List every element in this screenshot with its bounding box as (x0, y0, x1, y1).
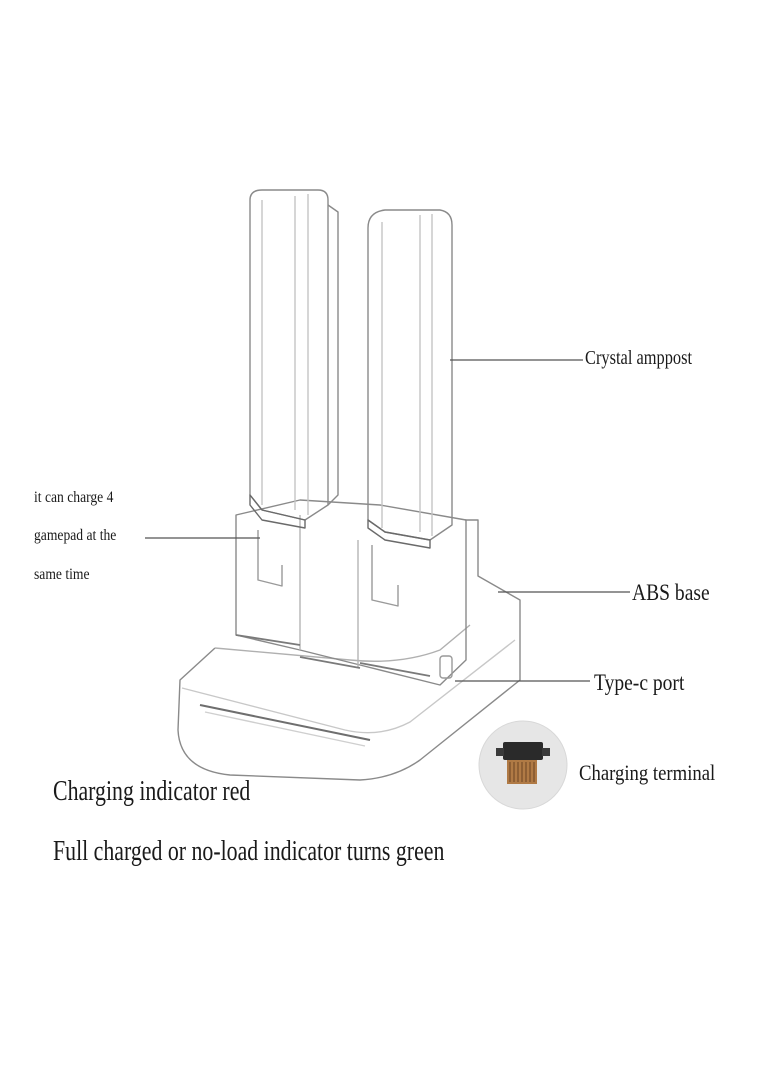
type-c-port-label: Type-c port (594, 670, 685, 695)
crystal-post-left (249, 189, 339, 529)
capacity-note-line-1: it can charge 4 (34, 489, 114, 506)
leader-lines (145, 359, 630, 682)
base-plate-top-edge (214, 624, 471, 662)
upper-block-divider (299, 515, 359, 668)
type-c-port-shape (439, 655, 453, 679)
crystal-post-label: Crystal amppost (585, 347, 693, 369)
full-charged-indicator-text: Full charged or no-load indicator turns … (53, 836, 445, 867)
base-slot-shadow (204, 711, 366, 747)
socket-left (257, 530, 283, 587)
base-front-rim (181, 639, 516, 734)
capacity-note-line-3: same time (34, 566, 90, 583)
crystal-post-right (367, 209, 453, 549)
socket-right (371, 545, 399, 607)
upper-block (235, 499, 467, 686)
upper-block-lines (235, 634, 431, 677)
abs-base-label: ABS base (632, 580, 710, 605)
charging-indicator-text: Charging indicator red (53, 776, 251, 807)
charging-terminal-thumbnail (478, 720, 568, 810)
capacity-note-line-2: gamepad at the (34, 527, 117, 544)
base-plate (177, 519, 521, 781)
charging-terminal-label: Charging terminal (579, 760, 716, 785)
dock-illustration (177, 189, 521, 781)
base-slot (199, 704, 371, 741)
